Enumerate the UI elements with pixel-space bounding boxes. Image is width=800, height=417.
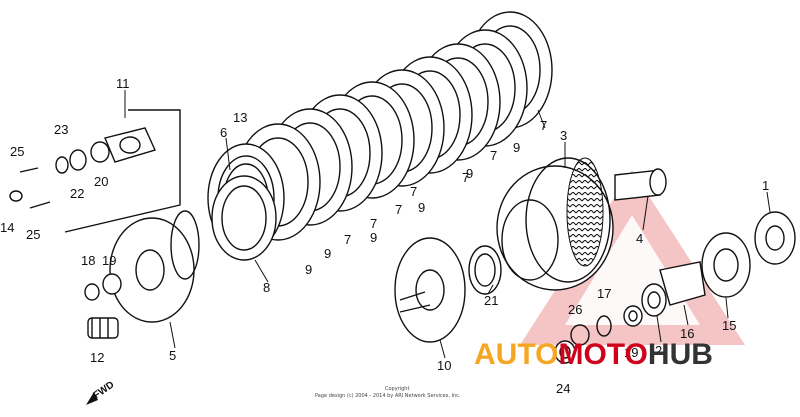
label-part-25: 25 bbox=[10, 144, 24, 159]
label-part-6: 6 bbox=[220, 125, 227, 140]
fwd-arrow: FWD bbox=[86, 379, 116, 405]
label-part-7: 7 bbox=[410, 184, 417, 199]
label-part-22: 22 bbox=[70, 186, 84, 201]
label-part-21: 21 bbox=[484, 293, 498, 308]
lifter-plate bbox=[109, 210, 200, 323]
copyright: Copyright Page design (c) 2004 - 2014 by… bbox=[315, 386, 461, 399]
label-part-9: 9 bbox=[418, 200, 425, 215]
lock-nut bbox=[641, 283, 667, 317]
label-part-7: 7 bbox=[344, 232, 351, 247]
label-part-2: 2 bbox=[655, 343, 662, 358]
part-labels: 1 2 3 4 5 6 7 7 7 7 7 7 7 8 9 9 9 9 9 9 … bbox=[0, 76, 769, 396]
svg-text:Copyright: Copyright bbox=[385, 386, 409, 392]
label-part-12: 12 bbox=[90, 350, 104, 365]
label-part-7: 7 bbox=[462, 170, 469, 185]
watermark-moto: MOTO bbox=[558, 338, 647, 371]
clutch-center bbox=[211, 175, 277, 261]
label-part-9: 9 bbox=[513, 140, 520, 155]
washer-19-right bbox=[623, 305, 643, 327]
washer-26 bbox=[570, 324, 590, 346]
label-part-4: 4 bbox=[636, 231, 643, 246]
label-part-10: 10 bbox=[437, 358, 451, 373]
svg-text:Page design (c) 2004 - 2014 by: Page design (c) 2004 - 2014 by ARI Netwo… bbox=[315, 393, 461, 399]
watermark-text: AUTOMOTOHUB bbox=[474, 338, 713, 371]
label-part-11: 11 bbox=[116, 76, 130, 91]
gear-15 bbox=[701, 232, 751, 298]
thrust-washer bbox=[468, 245, 502, 295]
label-part-7: 7 bbox=[490, 148, 497, 163]
label-part-19: 19 bbox=[624, 345, 638, 360]
svg-text:FWD: FWD bbox=[91, 379, 116, 401]
label-part-19: 19 bbox=[102, 253, 116, 268]
label-part-9: 9 bbox=[324, 246, 331, 261]
sleeve bbox=[614, 168, 667, 201]
watermark-hub: HUB bbox=[648, 338, 713, 371]
label-part-18: 18 bbox=[81, 253, 95, 268]
label-part-7: 7 bbox=[370, 216, 377, 231]
svg-text:AUTOMOTOHUB: AUTOMOTOHUB bbox=[474, 338, 713, 371]
label-part-1: 1 bbox=[762, 178, 769, 193]
label-part-14: 14 bbox=[0, 220, 14, 235]
leader-lines bbox=[124, 90, 771, 359]
clutch-outer-housing bbox=[496, 157, 614, 291]
label-part-9: 9 bbox=[305, 262, 312, 277]
label-part-26: 26 bbox=[568, 302, 582, 317]
label-part-15: 15 bbox=[722, 318, 736, 333]
label-part-5: 5 bbox=[169, 348, 176, 363]
label-part-3: 3 bbox=[560, 128, 567, 143]
ring-17 bbox=[596, 315, 612, 337]
small-parts-left bbox=[9, 109, 181, 339]
label-part-20: 20 bbox=[94, 174, 108, 189]
label-part-13: 13 bbox=[233, 110, 247, 125]
label-part-25: 25 bbox=[26, 227, 40, 242]
label-part-23: 23 bbox=[54, 122, 68, 137]
label-part-17: 17 bbox=[597, 286, 611, 301]
label-part-9: 9 bbox=[466, 166, 473, 181]
watermark-auto: AUTO bbox=[474, 338, 558, 371]
label-part-9: 9 bbox=[370, 230, 377, 245]
label-part-7: 7 bbox=[540, 118, 547, 133]
label-part-16: 16 bbox=[680, 326, 694, 341]
gear-1 bbox=[754, 211, 796, 265]
label-part-7: 7 bbox=[395, 202, 402, 217]
label-part-8: 8 bbox=[263, 280, 270, 295]
lock-plate bbox=[659, 261, 706, 306]
pressure-plate bbox=[394, 237, 466, 343]
label-part-24: 24 bbox=[556, 381, 570, 396]
washer-24 bbox=[554, 340, 576, 364]
